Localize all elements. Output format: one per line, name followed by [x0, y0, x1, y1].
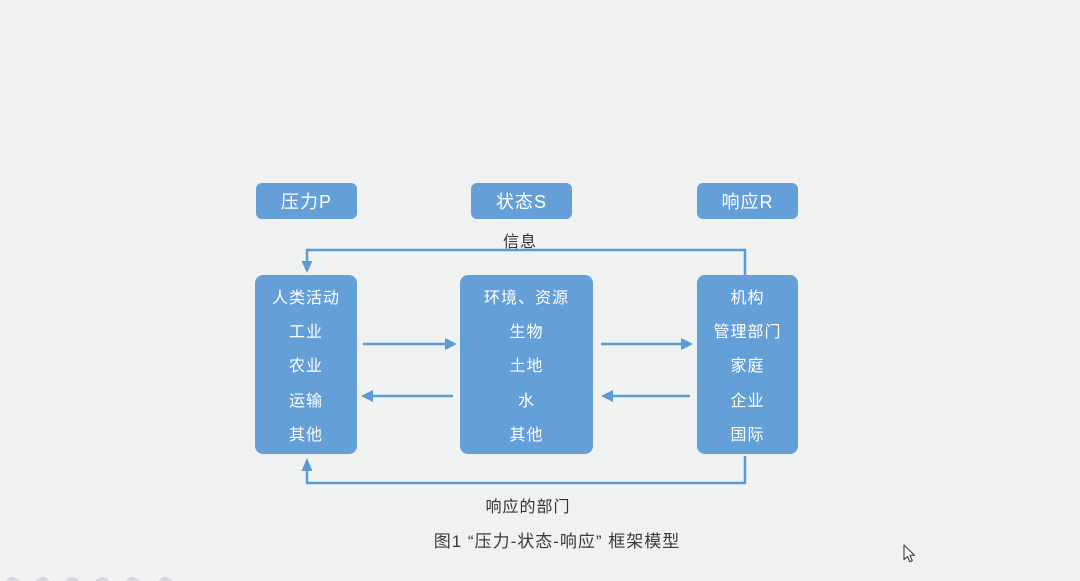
header-box-pressure: 压力P [256, 183, 357, 219]
header-box-response: 响应R [697, 183, 798, 219]
state-to-response-arrow [601, 338, 693, 350]
pressure-box-title: 人类活动 [271, 290, 340, 308]
response-departments-label: 响应的部门 [485, 499, 571, 516]
state-to-pressure-arrow [361, 390, 453, 402]
state-box-item: 生物 [509, 324, 544, 342]
info-feedback-label: 信息 [502, 234, 538, 251]
header-box-state: 状态S [471, 183, 572, 219]
taskbar-icon-bump[interactable] [125, 577, 140, 581]
pressure-box-item: 工业 [288, 324, 323, 342]
mouse-cursor-icon [903, 544, 916, 563]
response-box-item: 家庭 [730, 358, 765, 376]
response-departments-arrow [301, 456, 747, 485]
state-box-item: 其他 [509, 426, 544, 444]
state-box: 环境、资源 生物 土地 水 其他 [460, 275, 593, 454]
taskbar-icon-bump[interactable] [158, 577, 173, 581]
pressure-box-item: 其他 [288, 426, 323, 444]
pressure-box-item: 运输 [288, 392, 323, 410]
response-box: 机构 管理部门 家庭 企业 国际 [697, 275, 798, 454]
response-box-item: 管理部门 [713, 324, 782, 342]
taskbar-icon-bump[interactable] [95, 577, 110, 581]
taskbar-icon-bump[interactable] [65, 577, 80, 581]
figure-caption: 图1 “压力-状态-响应” 框架模型 [433, 532, 681, 551]
taskbar-icon-bump[interactable] [35, 577, 50, 581]
response-box-item: 企业 [730, 392, 765, 410]
response-box-item: 国际 [730, 426, 765, 444]
pressure-to-state-arrow [363, 338, 457, 350]
pressure-box-item: 农业 [288, 358, 323, 376]
state-box-item: 土地 [509, 358, 544, 376]
pressure-box: 人类活动 工业 农业 运输 其他 [255, 275, 357, 454]
info-feedback-arrow [301, 248, 747, 275]
taskbar-icons-peek [0, 577, 200, 581]
response-box-title: 机构 [730, 290, 765, 308]
taskbar-icon-bump[interactable] [5, 577, 20, 581]
state-box-title: 环境、资源 [483, 290, 569, 308]
response-to-state-arrow [601, 390, 690, 402]
state-box-item: 水 [517, 392, 535, 410]
